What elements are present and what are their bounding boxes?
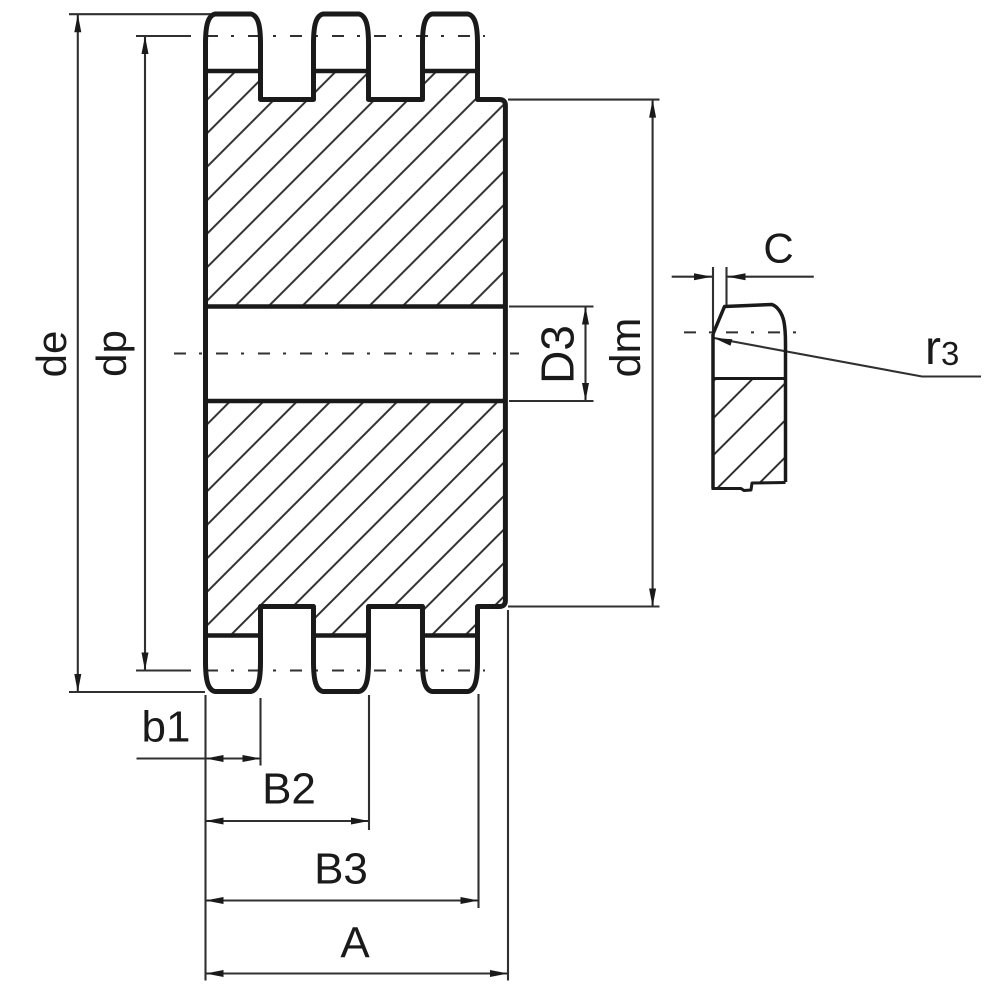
svg-text:A: A: [340, 919, 370, 968]
svg-text:dm: dm: [602, 318, 650, 378]
svg-text:B2: B2: [262, 765, 316, 814]
svg-text:de: de: [28, 331, 75, 378]
svg-text:C: C: [763, 225, 793, 272]
svg-text:b1: b1: [142, 703, 191, 752]
svg-text:dp: dp: [88, 330, 135, 377]
svg-text:D3: D3: [532, 325, 584, 384]
svg-text:B3: B3: [314, 845, 368, 894]
